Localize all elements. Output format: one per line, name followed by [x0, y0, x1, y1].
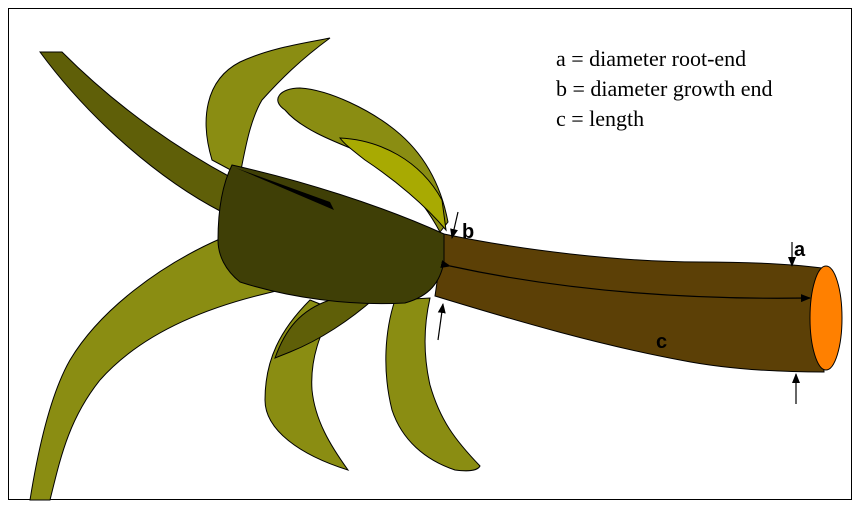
dimension-b-arrow-top	[452, 212, 458, 238]
leek-cut-end	[810, 266, 842, 370]
legend-item-b: b = diameter growth end	[556, 74, 772, 104]
legend: a = diameter root-end b = diameter growt…	[556, 44, 772, 134]
legend-item-c: c = length	[556, 104, 772, 134]
label-c: c	[656, 331, 667, 353]
leaf-lower-right	[386, 298, 480, 471]
label-a: a	[794, 239, 806, 261]
label-b: b	[462, 221, 474, 243]
leaf-upper-left	[40, 52, 232, 212]
dimension-b-arrow-bottom	[438, 304, 443, 340]
leaf-lower-sheath	[275, 298, 375, 358]
legend-item-a: a = diameter root-end	[556, 44, 772, 74]
leek-stem	[435, 234, 824, 372]
